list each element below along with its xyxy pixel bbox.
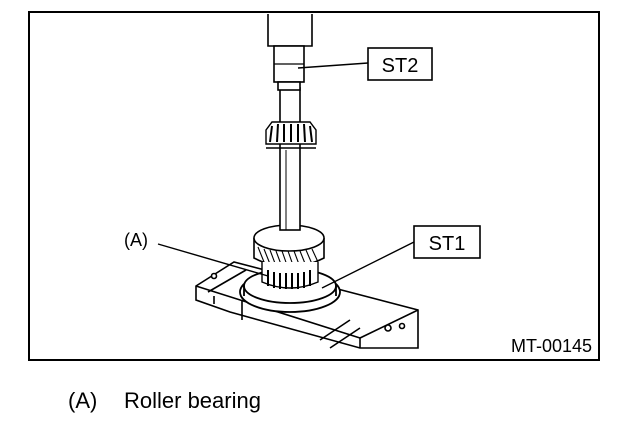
shaft bbox=[279, 87, 301, 231]
st1-leader bbox=[321, 241, 415, 289]
roller-bearing bbox=[261, 262, 319, 289]
figure-frame bbox=[28, 11, 600, 361]
a-label: (A) bbox=[124, 230, 148, 250]
st2-label: ST2 bbox=[382, 55, 419, 77]
tapered-bearing bbox=[265, 121, 317, 149]
legend-key: (A) bbox=[68, 388, 98, 413]
st2-tool bbox=[267, 14, 313, 91]
legend-item: (A) Roller bearing bbox=[68, 388, 261, 414]
a-leader bbox=[157, 243, 269, 277]
st1-callout-box bbox=[413, 225, 481, 259]
st2-leader bbox=[297, 62, 369, 69]
legend-text: Roller bearing bbox=[124, 388, 261, 413]
figure-code: MT-00145 bbox=[511, 336, 592, 356]
st2-callout-box bbox=[367, 47, 433, 81]
gear bbox=[253, 224, 325, 269]
st1-label: ST1 bbox=[429, 233, 466, 255]
